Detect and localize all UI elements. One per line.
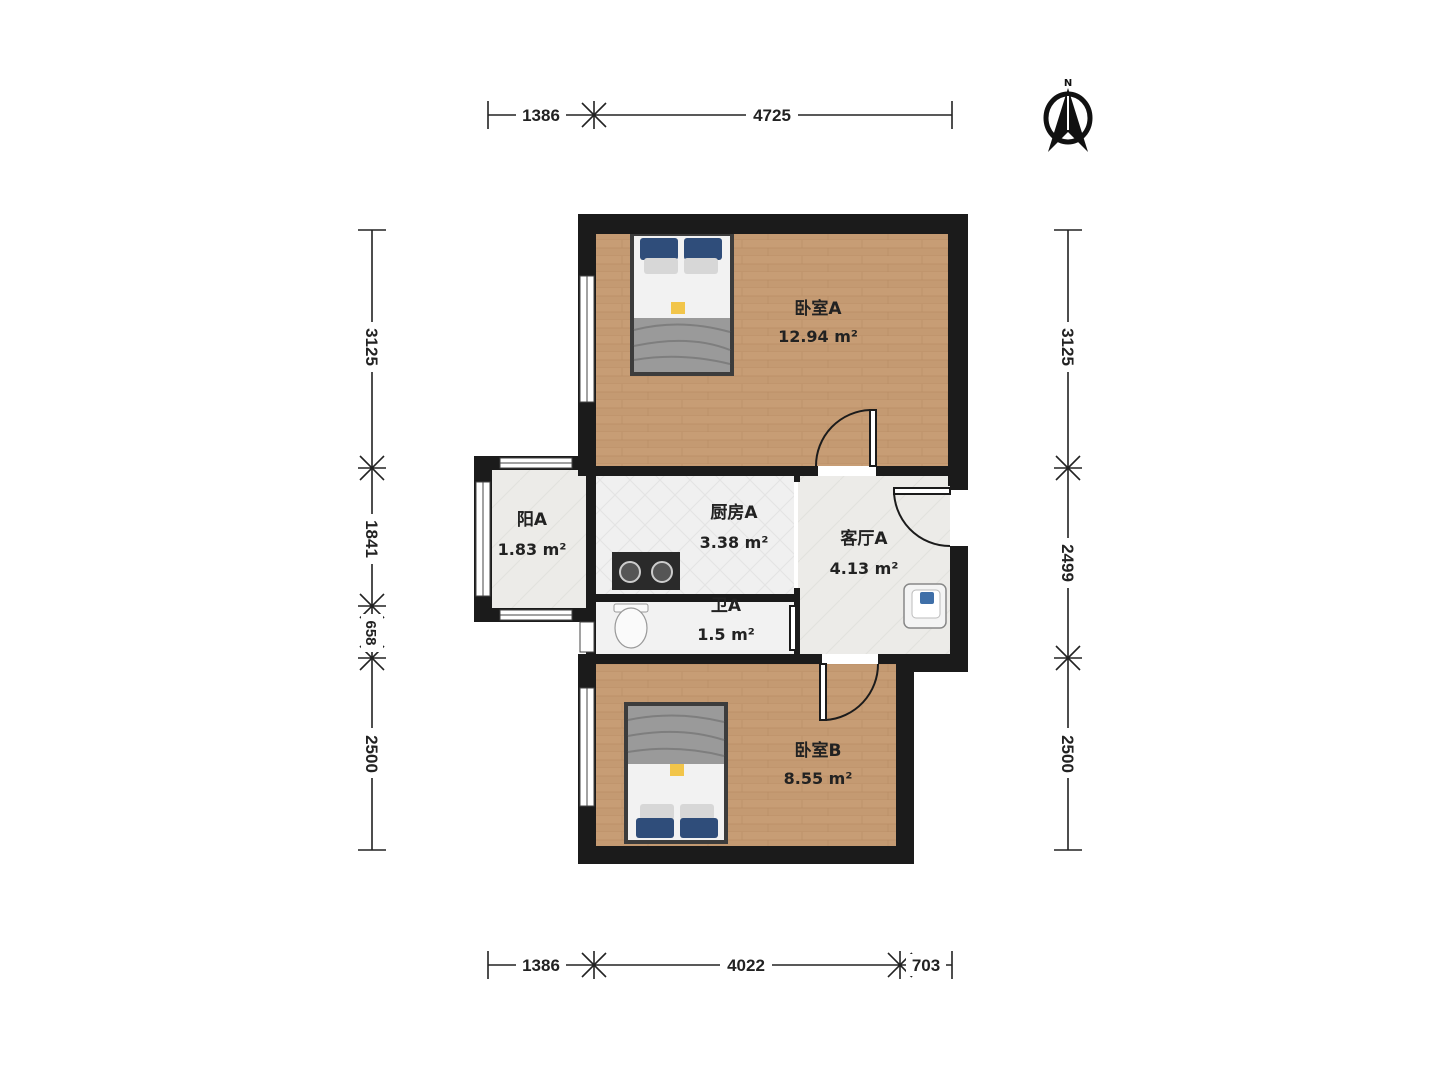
room-name-living: 客厅A	[839, 528, 888, 549]
room-area-bathroom: 1.5 m²	[697, 625, 755, 644]
room-area-living: 4.13 m²	[830, 559, 899, 578]
room-area-balcony: 1.83 m²	[498, 540, 567, 559]
doors	[789, 409, 968, 721]
stove-icon	[612, 552, 680, 590]
room-name-bedroom-a: 卧室A	[794, 298, 842, 319]
windows	[475, 275, 595, 807]
room-name-kitchen: 厨房A	[710, 502, 758, 523]
room-name-balcony: 阳A	[517, 510, 548, 530]
armchair-icon	[903, 583, 947, 629]
dimension-left: 3125 1841 658 2500	[358, 229, 386, 851]
dimension-right: 3125 2499 2500	[1054, 229, 1082, 851]
dim-left-3: 658	[362, 620, 379, 645]
room-name-bedroom-b: 卧室B	[795, 740, 842, 761]
room-area-kitchen: 3.38 m²	[700, 533, 769, 552]
room-area-bedroom-b: 8.55 m²	[784, 769, 853, 788]
dim-top-2: 4725	[753, 106, 791, 125]
bed-b-icon	[624, 702, 728, 844]
room-name-bathroom: 卫A	[711, 596, 742, 616]
dim-left-2: 1841	[362, 520, 381, 558]
dimension-top: 1386 4725	[487, 101, 953, 129]
dim-right-1: 3125	[1058, 328, 1077, 366]
dim-right-3: 2500	[1058, 735, 1077, 773]
dim-bottom-1: 1386	[522, 956, 560, 975]
dim-top-1: 1386	[522, 106, 560, 125]
compass-icon: N	[1043, 78, 1093, 152]
compass-label: N	[1064, 78, 1072, 89]
toilet-icon	[613, 603, 649, 649]
dimension-bottom: 1386 4022 703	[487, 951, 953, 979]
dim-bottom-2: 4022	[727, 956, 765, 975]
dim-left-4: 2500	[362, 735, 381, 773]
dim-right-2: 2499	[1058, 544, 1077, 582]
balcony-floor	[492, 470, 586, 608]
dim-left-1: 3125	[362, 328, 381, 366]
room-area-bedroom-a: 12.94 m²	[778, 327, 858, 346]
bed-a-icon	[630, 234, 734, 376]
dim-bottom-3: 703	[912, 956, 940, 975]
